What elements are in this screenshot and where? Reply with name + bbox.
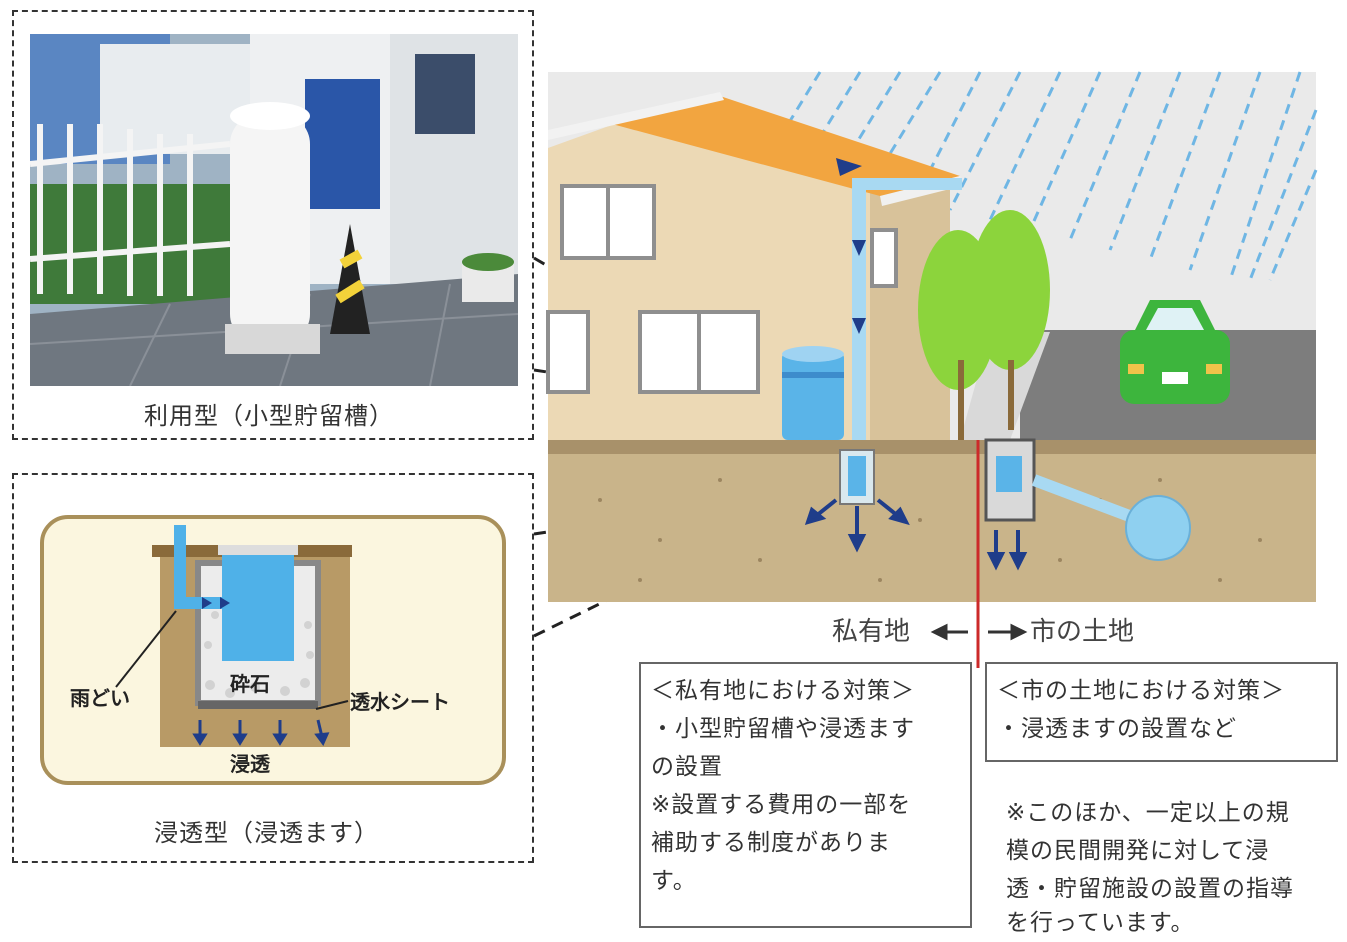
- infiltration-panel: 雨どい 砕石 透水シート 浸透 浸透型（浸透ます）: [12, 473, 534, 863]
- label-permeable-sheet: 透水シート: [350, 690, 450, 714]
- private-measures-line3: ※設置する費用の一部を: [651, 792, 912, 818]
- city-measures-line1: ・浸透ますの設置など: [997, 716, 1237, 742]
- private-measures-line1: ・小型貯留槽や浸透ます: [651, 716, 915, 742]
- note-line4: を行っています。: [1006, 910, 1195, 936]
- private-measures-title: ＜私有地における対策＞: [651, 678, 915, 704]
- private-measures-line5: す。: [651, 868, 697, 894]
- label-private-land: 私有地: [832, 617, 910, 647]
- car-icon: [1120, 300, 1230, 404]
- photo-panel: 利用型（小型貯留槽）: [12, 10, 534, 440]
- infiltration-caption: 浸透型（浸透ます）: [154, 819, 379, 847]
- photo-caption: 利用型（小型貯留槽）: [144, 402, 394, 430]
- note-line2: 模の民間開発に対して浸: [1006, 838, 1270, 864]
- city-measures-title: ＜市の土地における対策＞: [997, 678, 1285, 704]
- house-roof: [612, 96, 960, 196]
- rain-tank-photo: [30, 34, 518, 386]
- label-gravel: 砕石: [230, 672, 270, 696]
- trees: [918, 210, 1050, 390]
- label-city-land: 市の土地: [1030, 617, 1134, 647]
- private-measures-box: ＜私有地における対策＞ ・小型貯留槽や浸透ます の設置 ※設置する費用の一部を …: [639, 662, 972, 928]
- note-block: ※このほか、一定以上の規 模の民間開発に対して浸 透・貯留施設の設置の指導 を行…: [1006, 794, 1344, 938]
- city-measures-box: ＜市の土地における対策＞ ・浸透ますの設置など: [985, 662, 1338, 762]
- note-line3: 透・貯留施設の設置の指導: [1006, 876, 1294, 902]
- note-line1: ※このほか、一定以上の規: [1006, 800, 1290, 826]
- private-measures-line4: 補助する制度がありま: [651, 830, 891, 856]
- label-infiltration: 浸透: [230, 752, 271, 776]
- storage-tank: [782, 346, 844, 440]
- label-gutter: 雨どい: [70, 686, 130, 710]
- infiltration-basin-diagram: 雨どい 砕石 透水シート 浸透: [40, 515, 506, 785]
- private-measures-line2: の設置: [651, 754, 723, 780]
